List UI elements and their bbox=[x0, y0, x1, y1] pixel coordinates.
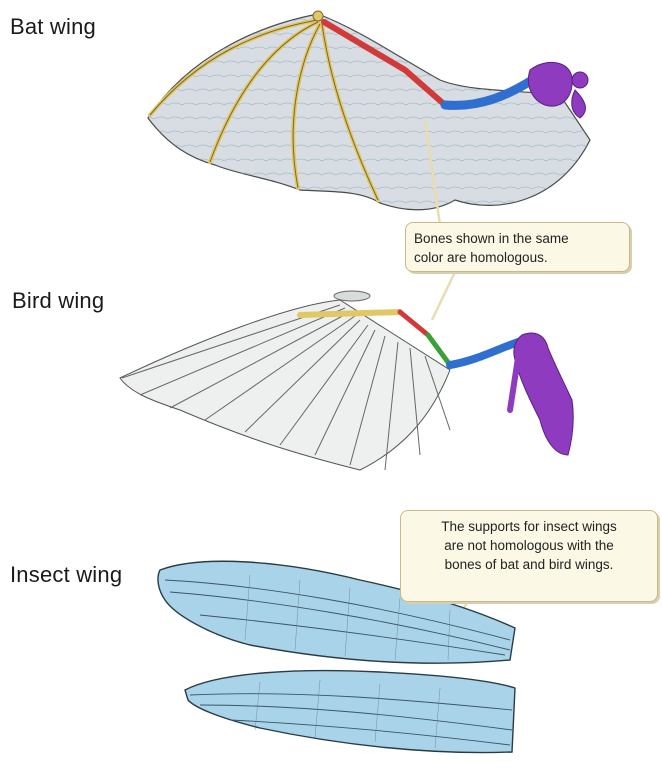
bat-wing-label: Bat wing bbox=[10, 14, 96, 40]
insect-wing-label: Insect wing bbox=[10, 562, 122, 588]
bird-digit-bones bbox=[300, 312, 400, 315]
bird-feathers bbox=[120, 300, 450, 470]
insect-callout-line1: The supports for insect wings bbox=[409, 517, 649, 536]
insect-callout: The supports for insect wings are not ho… bbox=[400, 510, 658, 602]
bat-thumb bbox=[313, 11, 323, 21]
bat-wing bbox=[148, 11, 590, 210]
bird-wing bbox=[120, 291, 573, 470]
bird-shoulder-bone bbox=[514, 333, 573, 455]
insect-callout-line2: are not homologous with the bbox=[409, 536, 649, 555]
homologous-callout-line2: color are homologous. bbox=[414, 248, 621, 267]
bird-radius-bone bbox=[400, 312, 428, 335]
bird-wing-label: Bird wing bbox=[12, 288, 104, 314]
homologous-callout-line1: Bones shown in the same bbox=[414, 229, 621, 248]
homologous-callout: Bones shown in the same color are homolo… bbox=[405, 222, 630, 272]
insect-callout-line3: bones of bat and bird wings. bbox=[409, 555, 649, 574]
